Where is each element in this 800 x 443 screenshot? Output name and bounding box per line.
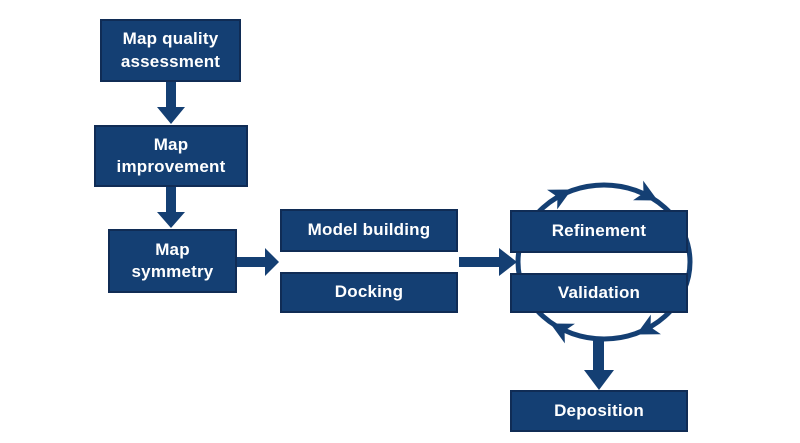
node-label: Model building xyxy=(307,220,431,240)
cycle-arrowhead-top-left xyxy=(547,189,572,210)
node-refinement: Refinement xyxy=(510,210,688,253)
node-deposition: Deposition xyxy=(510,390,688,432)
arrow-model-building-to-refinement xyxy=(459,248,517,276)
arrow-map-improvement-to-map-symmetry xyxy=(157,187,185,228)
node-validation: Validation xyxy=(510,273,688,313)
arrow-cycle-to-deposition xyxy=(584,337,614,390)
node-label: Docking xyxy=(334,282,404,302)
arrow-map-quality-to-map-improvement xyxy=(157,82,185,124)
cycle-arrowhead-bottom-left xyxy=(550,323,575,344)
node-docking: Docking xyxy=(280,272,458,313)
refine-validate-cycle-circle xyxy=(515,182,693,342)
cycle-arrowhead-top-right xyxy=(633,180,658,201)
node-label: Validation xyxy=(557,282,641,302)
node-label: Refinement xyxy=(551,221,647,241)
cycle-arrowhead-bottom-right xyxy=(636,314,661,335)
arrow-map-symmetry-to-model-building xyxy=(237,248,279,276)
node-model-building: Model building xyxy=(280,209,458,252)
node-label: Deposition xyxy=(554,400,644,420)
